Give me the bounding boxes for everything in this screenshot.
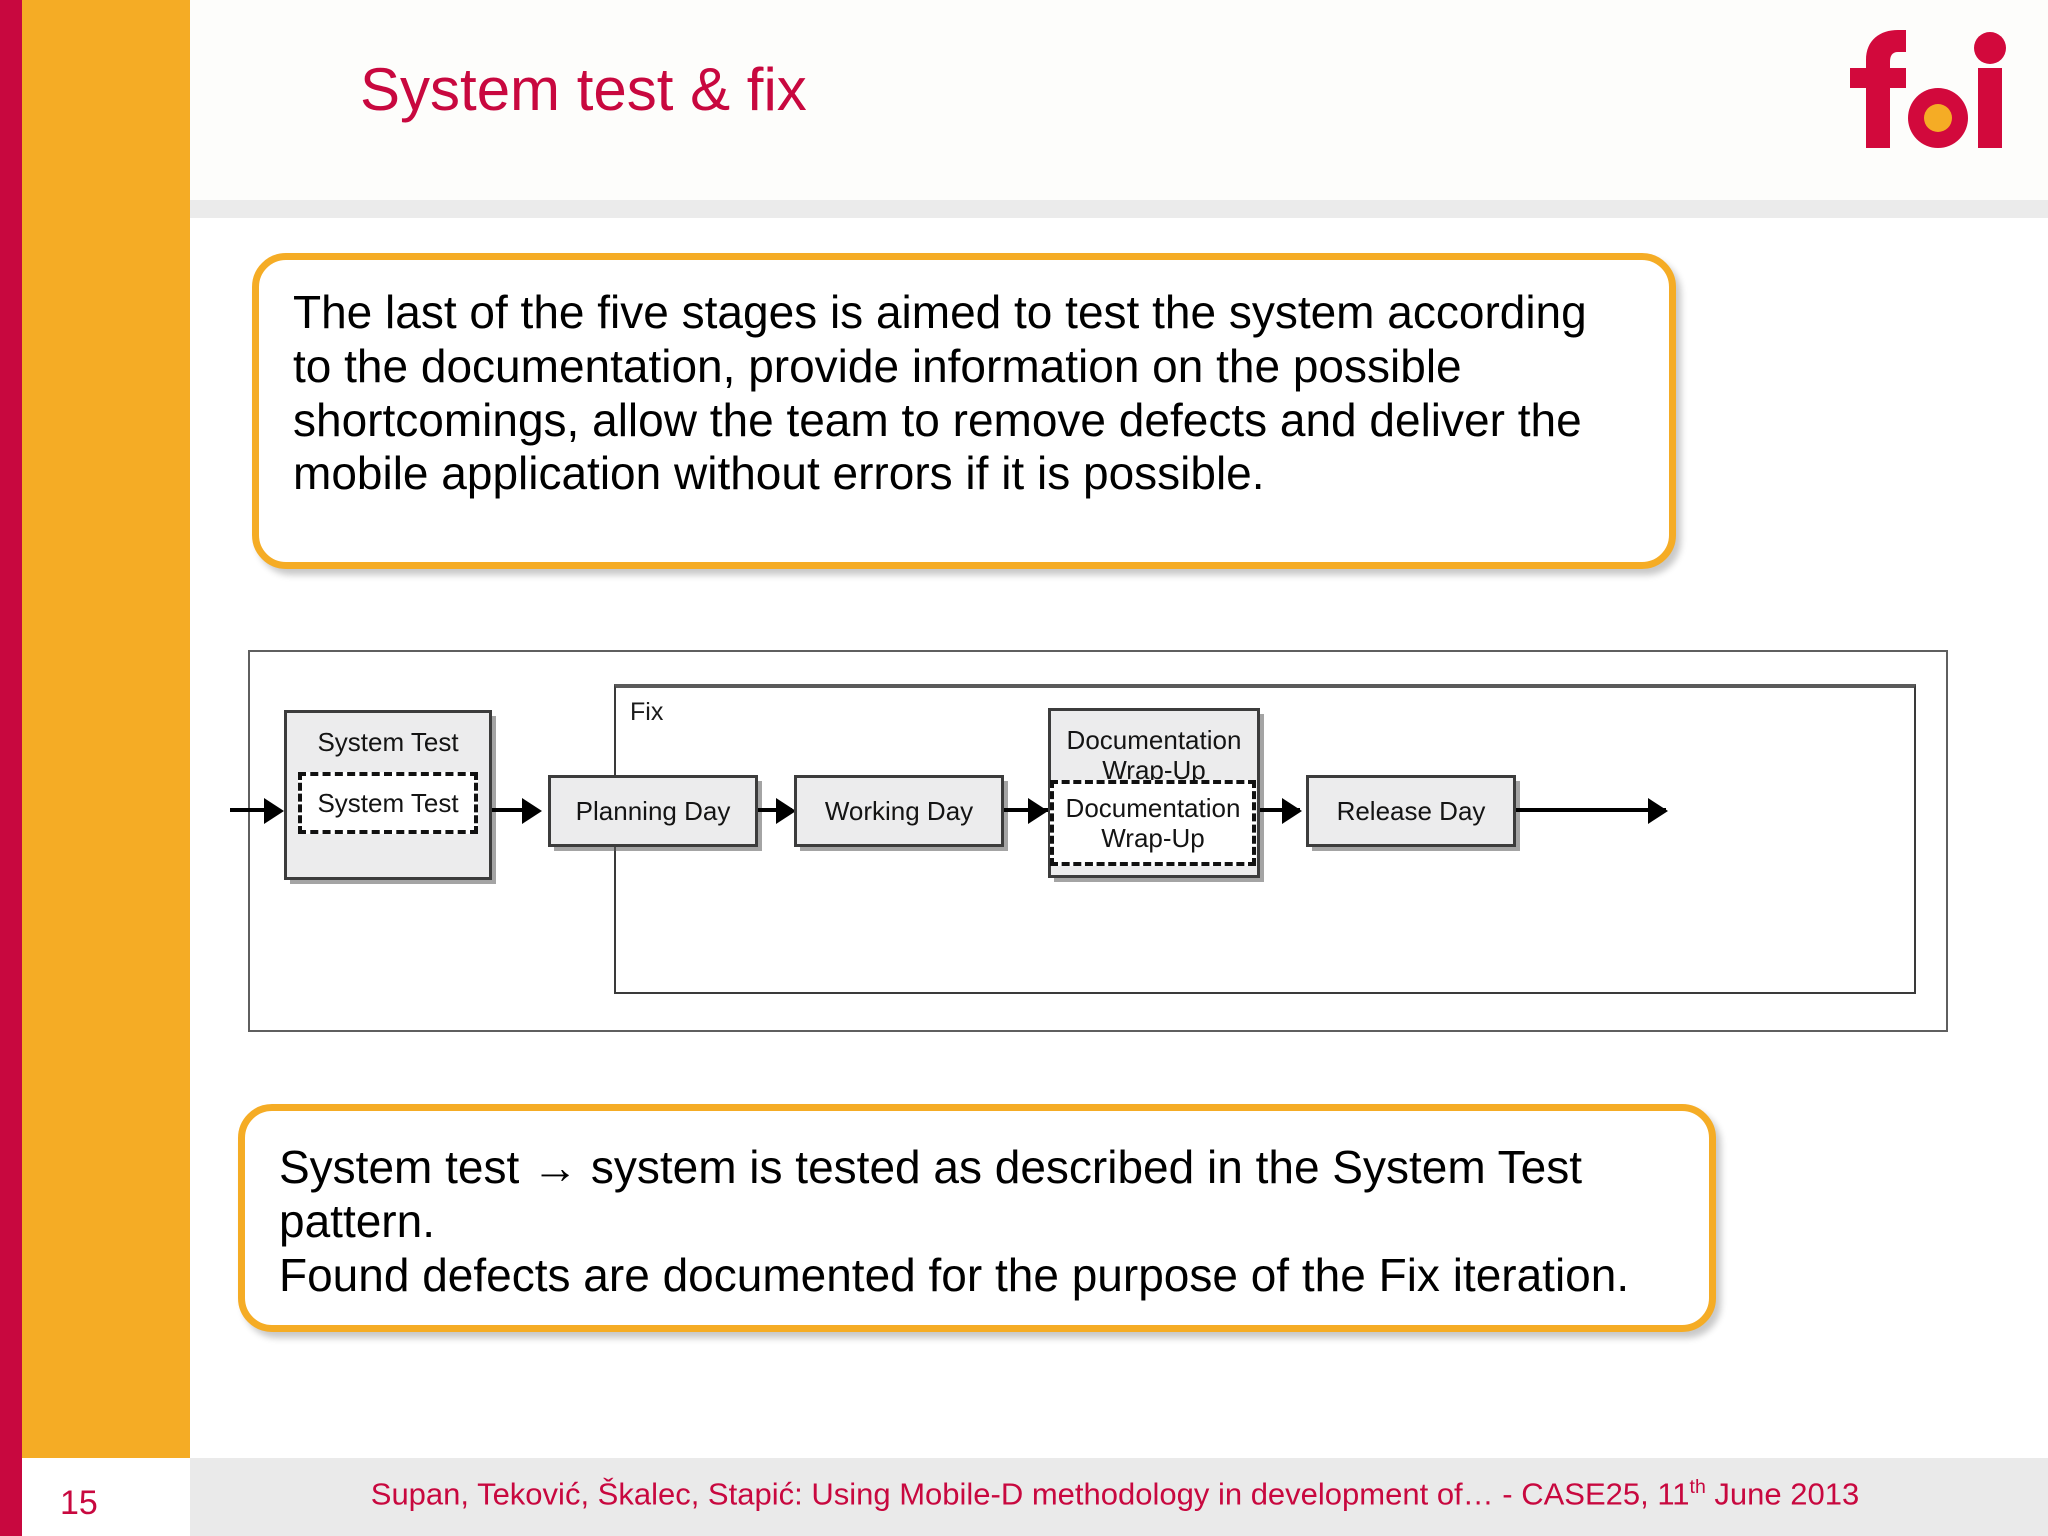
footer-citation: Supan, Teković, Škalec, Stapić: Using Mo… <box>190 1476 2040 1512</box>
callout-top-text: The last of the five stages is aimed to … <box>293 286 1587 500</box>
callout-bottom-line1: System test → system is tested as descri… <box>279 1141 1582 1247</box>
connector-systest-planning-arrowhead <box>522 798 542 824</box>
connector-planning-working-line <box>758 808 792 812</box>
connector-working-doc-line <box>1004 808 1050 812</box>
foi-logo-icon <box>1850 30 2006 148</box>
node-working-day[interactable]: Working Day <box>794 775 1004 847</box>
footer-citation-tail: June 2013 <box>1705 1476 1860 1512</box>
node-release-day[interactable]: Release Day <box>1306 775 1516 847</box>
connector-exit-line <box>1516 808 1666 812</box>
node-system-test-inner[interactable]: System Test <box>298 772 478 834</box>
page-number: 15 <box>60 1484 98 1522</box>
header-divider <box>190 200 2048 218</box>
node-documentation-wrapup-inner[interactable]: Documentation Wrap-Up <box>1050 780 1256 866</box>
slide-footer <box>190 1458 2048 1536</box>
process-diagram: Fix System Test System Test Planning Day… <box>230 650 1978 1040</box>
connector-exit-arrowhead <box>1648 798 1668 824</box>
fix-group-label: Fix <box>630 698 664 726</box>
left-crimson-bar <box>0 0 22 1536</box>
page-title: System test & fix <box>360 56 807 123</box>
connector-doc-release-line <box>1260 808 1300 812</box>
connector-doc-release-arrowhead <box>1282 798 1302 824</box>
callout-bottom: System test → system is tested as descri… <box>238 1104 1716 1332</box>
left-amber-bar <box>22 0 190 1458</box>
connector-planning-working-arrowhead <box>776 798 796 824</box>
connector-entry-line <box>230 808 270 812</box>
node-release-day-label: Release Day <box>1336 795 1486 826</box>
node-working-day-label: Working Day <box>824 795 974 826</box>
node-planning-day[interactable]: Planning Day <box>548 775 758 847</box>
connector-systest-planning-line <box>492 808 528 812</box>
node-system-test-inner-label: System Test <box>317 787 459 818</box>
footer-citation-main: Supan, Teković, Škalec, Stapić: Using Mo… <box>370 1476 1690 1512</box>
callout-bottom-line2: Found defects are documented for the pur… <box>279 1248 1630 1301</box>
node-documentation-wrapup-inner-label: Documentation Wrap-Up <box>1065 792 1241 853</box>
node-system-test-label: System Test <box>317 727 459 757</box>
node-planning-day-label: Planning Day <box>575 795 731 826</box>
connector-entry-arrowhead <box>264 798 284 824</box>
footer-ordinal-suffix: th <box>1689 1476 1706 1498</box>
callout-top: The last of the five stages is aimed to … <box>252 253 1676 569</box>
node-documentation-wrapup-label: Documentation Wrap-Up <box>1066 725 1242 786</box>
slide-header: System test & fix <box>190 0 2048 200</box>
connector-working-doc-arrowhead <box>1028 798 1048 824</box>
